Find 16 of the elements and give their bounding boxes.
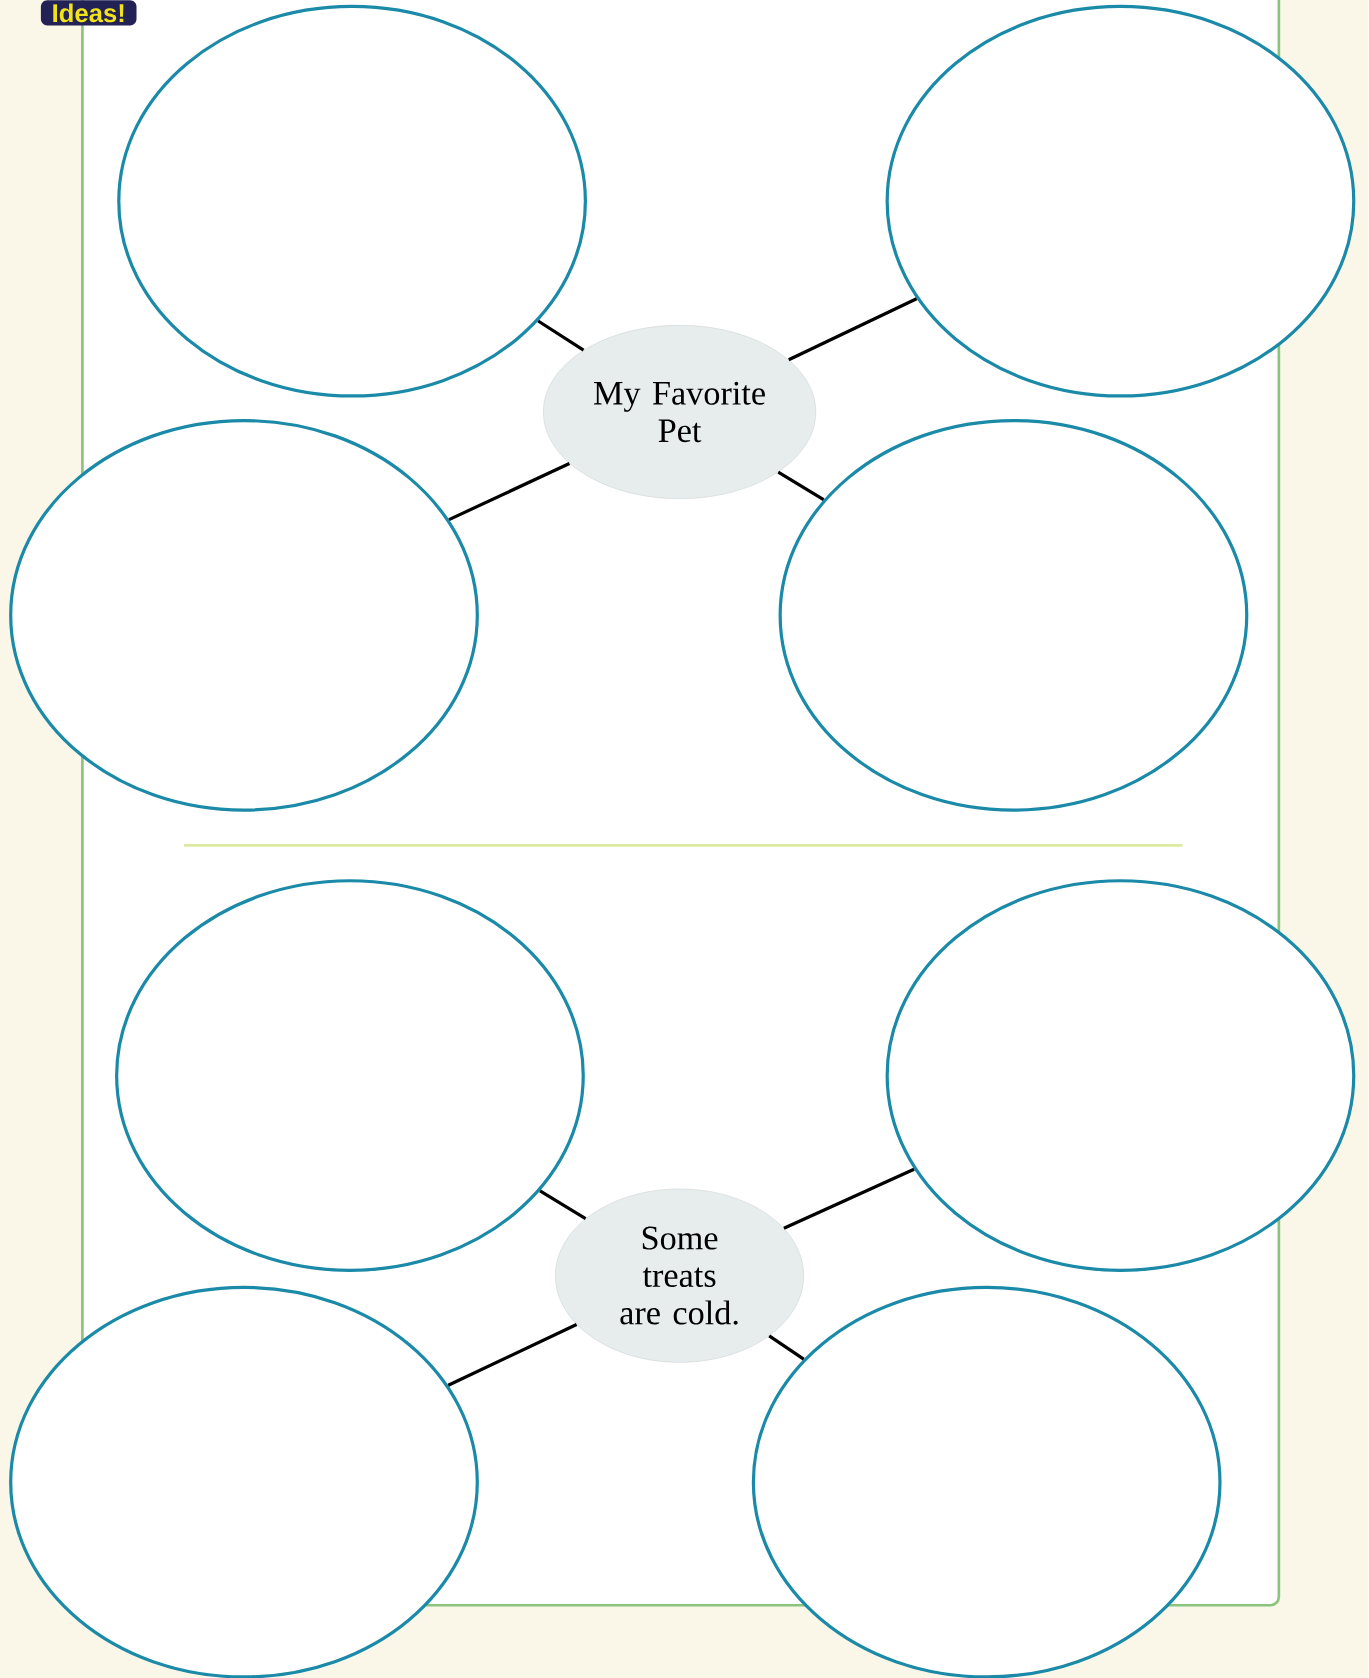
answer-ellipse xyxy=(9,418,480,812)
connector-line xyxy=(447,1323,578,1387)
answer-ellipse xyxy=(9,1285,480,1678)
badge: Ideas! xyxy=(41,0,137,26)
connector-line xyxy=(788,297,918,362)
answer-ellipse xyxy=(751,1285,1222,1678)
connector-line xyxy=(777,470,825,502)
answer-ellipse xyxy=(778,418,1249,812)
answer-ellipse xyxy=(115,879,585,1272)
connector-line xyxy=(448,461,571,522)
connector-line xyxy=(783,1167,915,1230)
answer-ellipse xyxy=(885,879,1356,1272)
connector-line xyxy=(768,1334,805,1361)
answer-ellipse xyxy=(885,4,1356,398)
connector-line xyxy=(539,1189,587,1220)
connector-line xyxy=(537,319,585,352)
